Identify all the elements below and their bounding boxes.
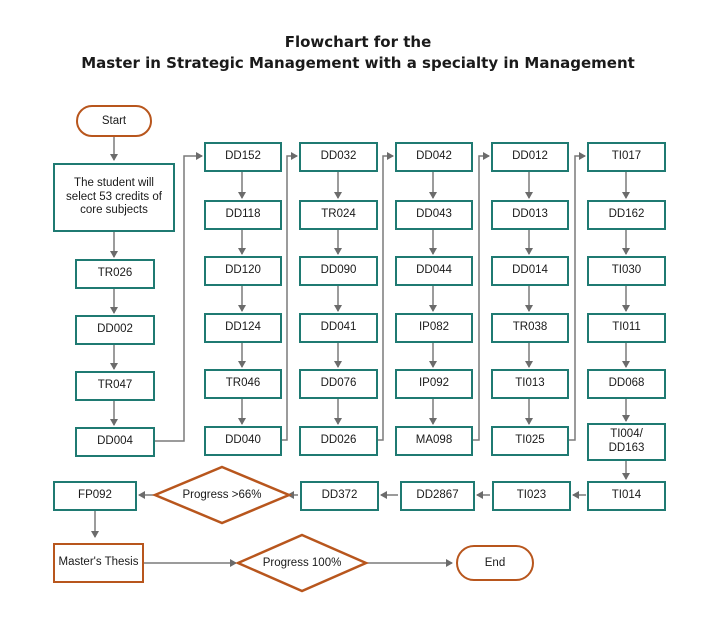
course-box: DD2867 <box>400 481 475 511</box>
course-box: TR026 <box>75 259 155 289</box>
course-box: DD152 <box>204 142 282 172</box>
decision-progress-100-shape <box>234 533 370 593</box>
course-box: DD032 <box>299 142 378 172</box>
core-subjects-box: The student will select 53 credits of co… <box>53 163 175 232</box>
course-box: TR046 <box>204 369 282 399</box>
masters-thesis-box: Master's Thesis <box>53 543 144 583</box>
connector-ma098-dd012 <box>473 152 490 441</box>
course-box: DD004 <box>75 427 155 457</box>
course-box: DD124 <box>204 313 282 343</box>
course-box: DD076 <box>299 369 378 399</box>
decision-progress-100-label: Progress 100% <box>262 557 342 569</box>
course-box: TI014 <box>587 481 666 511</box>
course-box: TI030 <box>587 256 666 286</box>
diagram-title-line2: Master in Strategic Management with a sp… <box>81 54 635 72</box>
course-box: DD026 <box>299 426 378 456</box>
course-box: DD013 <box>491 200 569 230</box>
course-box: TI011 <box>587 313 666 343</box>
course-box: DD044 <box>395 256 473 286</box>
course-box: TI017 <box>587 142 666 172</box>
course-box: DD372 <box>300 481 379 511</box>
course-box: DD040 <box>204 426 282 456</box>
course-box: DD043 <box>395 200 473 230</box>
course-box: TI004/ DD163 <box>587 423 666 461</box>
diagram-title-line1: Flowchart for the <box>284 33 432 51</box>
course-box: IP092 <box>395 369 473 399</box>
course-box: TI013 <box>491 369 569 399</box>
course-box: TR038 <box>491 313 569 343</box>
end-terminal: End <box>456 545 534 581</box>
course-box: DD162 <box>587 200 666 230</box>
course-box: DD041 <box>299 313 378 343</box>
course-box: IP082 <box>395 313 473 343</box>
course-box: DD068 <box>587 369 666 399</box>
course-box: DD002 <box>75 315 155 345</box>
connector-ti025-ti017 <box>569 152 586 441</box>
course-box: DD090 <box>299 256 378 286</box>
connector-dd040-dd032 <box>282 152 298 441</box>
course-box: MA098 <box>395 426 473 456</box>
connector-dd004-dd152 <box>155 152 203 442</box>
course-box: DD014 <box>491 256 569 286</box>
course-box: DD042 <box>395 142 473 172</box>
course-box: DD120 <box>204 256 282 286</box>
connector-dd026-dd042 <box>378 152 394 441</box>
course-box: TR047 <box>75 371 155 401</box>
decision-progress-66-label: Progress >66% <box>182 489 262 501</box>
course-box: DD012 <box>491 142 569 172</box>
course-box: TR024 <box>299 200 378 230</box>
course-box: DD118 <box>204 200 282 230</box>
decision-progress-66-shape <box>151 465 293 525</box>
start-terminal: Start <box>76 105 152 137</box>
course-box: TI023 <box>492 481 571 511</box>
course-box: TI025 <box>491 426 569 456</box>
course-box-fp092: FP092 <box>53 481 137 511</box>
